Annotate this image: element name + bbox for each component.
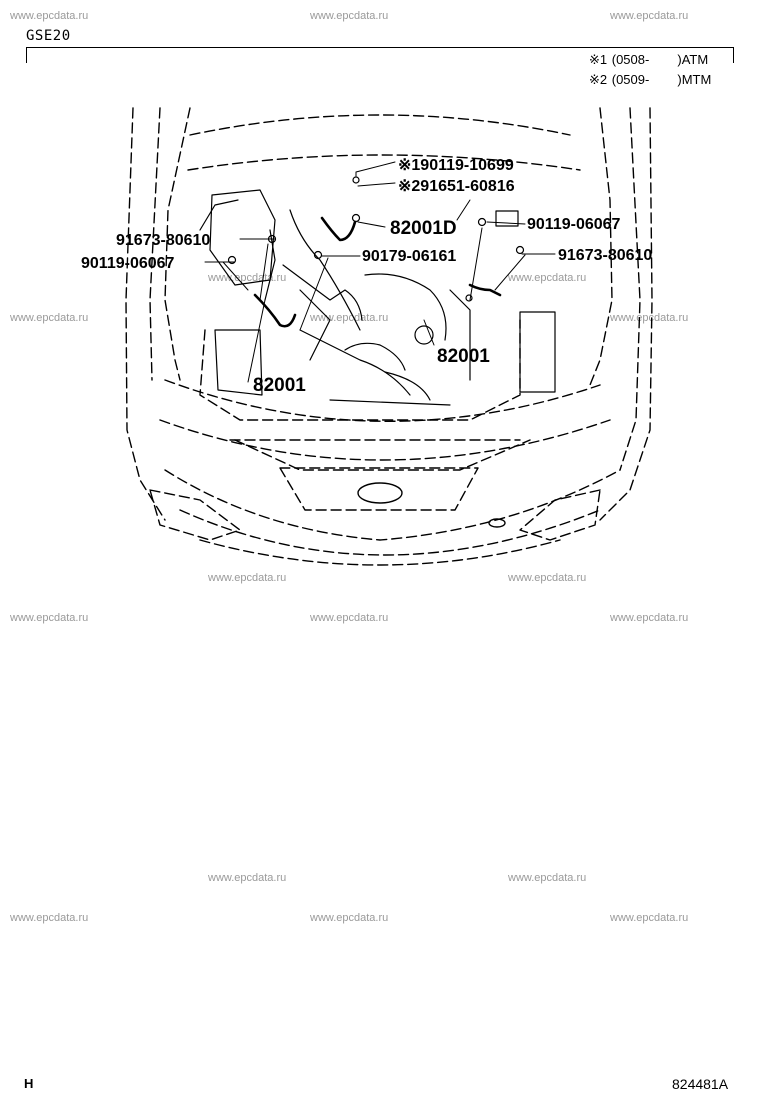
watermark: www.epcdata.ru [508,872,587,884]
figure-id: 824481A [672,1076,729,1092]
watermark: www.epcdata.ru [610,10,689,22]
watermark: www.epcdata.ru [310,612,389,624]
watermark: www.epcdata.ru [208,572,287,584]
watermark: www.epcdata.ru [10,612,89,624]
watermark: www.epcdata.ru [610,912,689,924]
callout-part-number: ※190119-10699 [398,157,514,174]
watermark: www.epcdata.ru [610,312,689,324]
watermark: www.epcdata.ru [208,872,287,884]
model-code: GSE20 [26,28,71,44]
watermark: www.epcdata.ru [508,572,587,584]
callout-part-number: 90119-06067 [527,216,621,233]
frame-line [26,47,27,63]
callout-part-number: 82001 [253,375,306,396]
note-mark: ※2 [589,72,608,87]
note-code: (0509- [611,72,650,87]
applicability-note-2: ※2 (0509- )MTM [589,72,711,88]
applicability-note-1: ※1 (0508- )ATM [589,52,708,68]
body-outline [125,107,653,566]
note-suffix: )ATM [677,52,709,67]
callout-part-number: 90119-06067 [81,255,175,272]
callout-part-number: 82001D [390,218,457,239]
section-letter: H [24,1076,34,1091]
watermark: www.epcdata.ru [610,612,689,624]
watermark: www.epcdata.ru [310,10,389,22]
callout-part-number: 91673-80610 [116,232,210,249]
callout-part-number: 90179-06161 [362,248,456,265]
callout-part-number: 91673-80610 [558,247,652,264]
frame-line [733,47,734,63]
callout-part-number: ※291651-60816 [398,178,515,195]
watermark: www.epcdata.ru [10,912,89,924]
note-code: (0508- [611,52,650,67]
frame-line [26,47,733,48]
watermark: www.epcdata.ru [10,10,89,22]
emblem [357,482,403,504]
watermark: www.epcdata.ru [310,912,389,924]
bolts [227,176,525,302]
note-mark: ※1 [589,52,608,67]
watermark: www.epcdata.ru [508,272,587,284]
watermark: www.epcdata.ru [10,312,89,324]
note-suffix: )MTM [677,72,712,87]
leader-lines [204,161,556,383]
callout-part-number: 82001 [437,346,490,367]
